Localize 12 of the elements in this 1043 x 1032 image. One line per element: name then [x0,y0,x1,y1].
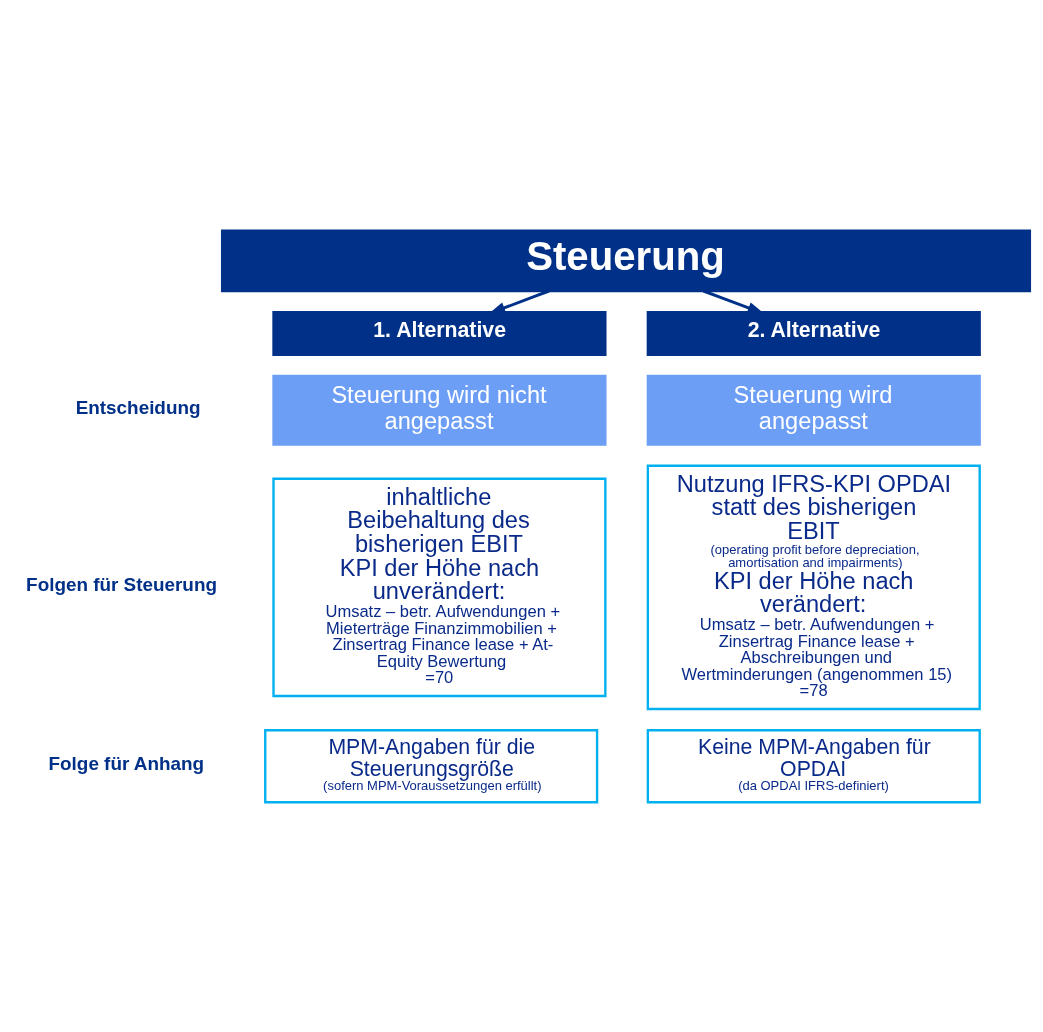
node-box: Steuerung [220,229,1032,292]
node-box: Nutzung IFRS-KPI OPDAI statt des bisherigen EBIT (operating profit before depreciation, amortisation and impairments) KPI der Höhe nach verändert: Umsatz – betr. Aufwendungen + Zinsertrag Finance lease + Abschreibungen und Wertminderungen (angenommen 15) =78 [646,464,981,710]
node-box: 2. Alternative [646,310,981,356]
label: Folge für Anhang [48,752,205,774]
node-box: Steuerung wird angepasst [646,374,981,446]
node-box: Steuerung wird nicht angepasst [272,374,607,446]
label: Entscheidung [75,396,201,418]
node-box: MPM-Angaben für die Steuerungsgröße (sofern MPM-Voraussetzungen erfüllt) [264,728,599,803]
node-box: 1. Alternative [272,310,607,356]
node-box: Keine MPM-Angaben für OPDAI (da OPDAI IFRS-definiert) [646,728,981,803]
label: Folgen für Steuerung [26,573,217,595]
node-box: inhaltliche Beibehaltung des bisherigen EBIT KPI der Höhe nach unverändert: Umsatz – betr. Aufwendungen + Mieterträge Finanzimmobilien + Zinsertrag Finance lease + At-Equity Bewertung =70 [272,477,607,697]
